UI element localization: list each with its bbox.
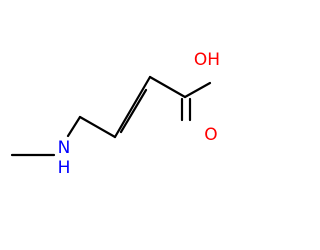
bonds xyxy=(10,75,212,157)
amine-nitrogen-label: N xyxy=(58,138,71,158)
bond-c3-c4 xyxy=(78,115,117,139)
bond-c1-oh xyxy=(183,81,212,99)
bond-c1-c2 xyxy=(148,75,187,99)
bond-c2-c3-inner xyxy=(119,88,148,134)
amine-hydrogen-label: H xyxy=(58,158,71,178)
bond-c2-c3 xyxy=(113,75,152,139)
hydroxyl-label: OH xyxy=(194,50,220,70)
molecule-drawing: OH O N H xyxy=(10,50,220,178)
carbonyl-oxygen-label: O xyxy=(204,125,217,145)
structure-diagram: OH O N H xyxy=(10,50,221,178)
bond-c4-n xyxy=(66,115,82,138)
